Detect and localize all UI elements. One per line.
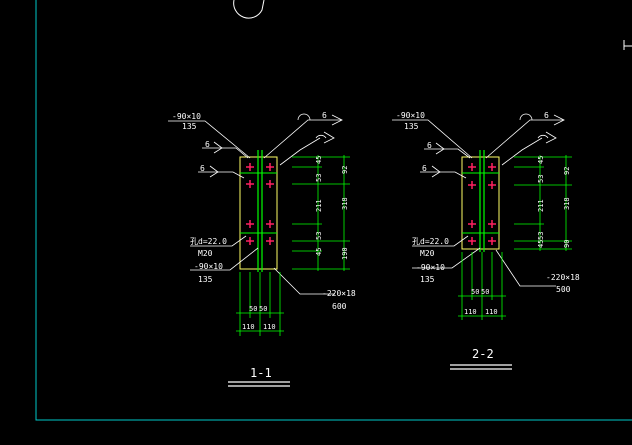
dim-inner: 211 [537,199,545,212]
bottom-plate-label: -90×10 [194,262,223,271]
bolt-group [468,163,496,245]
main-plate-length: 600 [332,302,347,311]
dim-bottom-inner: 50 [249,305,257,313]
bolt-grade-label: M20 [198,249,213,258]
dimension-bottom [236,272,284,336]
dim-bottom-outer: 110 [242,323,255,331]
dim-inner: 45 [315,248,323,256]
dim-bottom-outer: 110 [263,323,276,331]
dim-outer: 318 [341,197,349,210]
main-plate-length: 500 [556,285,571,294]
dim-outer: 318 [563,197,571,210]
drawing-frame [35,0,632,421]
leader-lines [168,113,343,295]
weld-size: 6 [322,111,327,120]
leader-lines [392,113,565,287]
dim-bottom-outer: 110 [464,308,477,316]
bolt-group [246,163,274,245]
dim-inner: 53 [537,232,545,240]
dim-bottom-inner: 50 [481,288,489,296]
weld-size: 6 [205,140,210,149]
weld-size: 6 [422,164,427,173]
dim-inner: 53 [315,232,323,240]
dim-bottom-inner: 50 [259,305,267,313]
top-plate-label: -90×10 [396,111,425,120]
dim-outer: 92 [341,166,349,174]
section-title: 2-2 [472,347,494,361]
dim-inner: 53 [537,175,545,183]
weld-size: 6 [544,111,549,120]
weld-size: 6 [427,141,432,150]
dim-outer: 92 [563,167,571,175]
bolt-grade-label: M20 [420,249,435,258]
main-plate-label: -220×18 [546,273,580,282]
top-plate-length: 135 [404,122,419,131]
weld-size: 6 [200,164,205,173]
bolt-hole-label: 孔d=22.0 [412,237,449,246]
bolt-hole-label: 孔d=22.0 [190,237,227,246]
detail-1-1: -90×10 135 6 6 6 孔d=22.0 M20 -90×10 135 … [168,111,356,387]
dim-inner: 211 [315,199,323,212]
dim-outer: 90 [563,240,571,248]
dim-bottom-inner: 50 [471,288,479,296]
dim-outer: 190 [341,247,349,260]
dim-inner: 45 [315,156,323,164]
dim-bottom-outer: 110 [485,308,498,316]
dimension-bottom [458,252,506,320]
top-plate-length: 135 [182,122,197,131]
dimension-right [292,155,350,271]
top-plate-label: -90×10 [172,112,201,121]
bottom-plate-length: 135 [420,275,435,284]
dim-inner: 45 [537,156,545,164]
section-title: 1-1 [250,366,272,380]
dimension-right [514,155,572,251]
section-circle [233,0,265,19]
bottom-plate-length: 135 [198,275,213,284]
dim-inner: 45 [537,240,545,248]
bottom-plate-label: -90×10 [416,263,445,272]
detail-2-2: -90×10 135 6 6 6 孔d=22.0 M20 -90×10 135 … [392,111,580,370]
dim-inner: 53 [315,174,323,182]
main-plate-label: -220×18 [322,289,356,298]
